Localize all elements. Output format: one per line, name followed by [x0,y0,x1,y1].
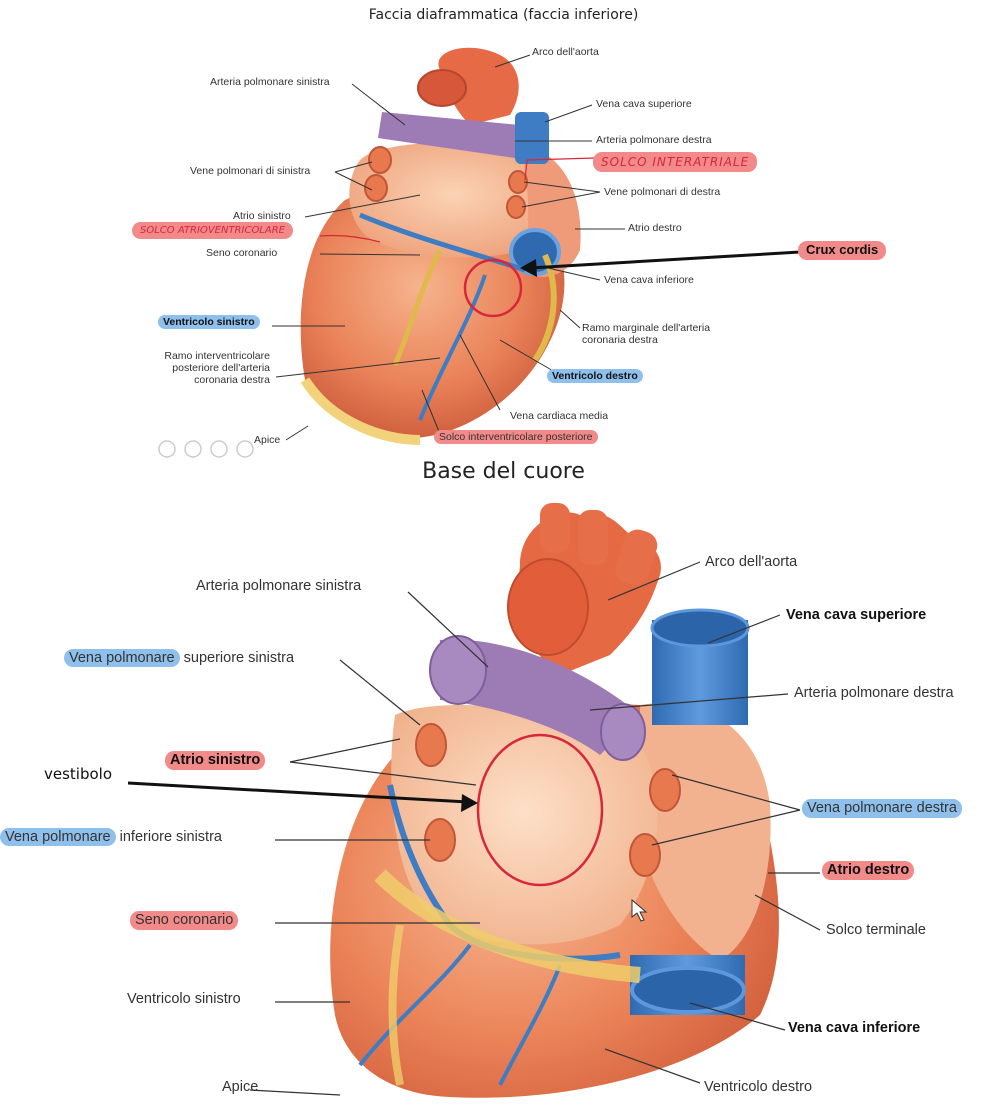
pv-left-2 [364,174,388,202]
mouse-cursor [631,898,648,922]
label-arco-aorta-1: Arco dell'aorta [532,46,599,58]
left-pulmonary-opening [429,635,487,705]
label-seno-coronario-1: Seno coronario [206,247,278,259]
aorta-branch-2 [578,510,608,565]
label-vena-cava-superiore-1: Vena cava superiore [596,98,692,110]
pv-inf-right [629,833,661,877]
label-ventricolo-destro-2: Ventricolo destro [704,1079,813,1095]
label-arteria-polmonare-destra-2: Arteria polmonare destra [794,685,954,701]
diaphragmatic-panel: Faccia diaframmatica (faccia inferiore) [0,0,1007,460]
label-apice-2: Apice [222,1079,259,1095]
right-atrium-shape-2 [640,703,771,960]
label-vena-cava-superiore-2: Vena cava superiore [786,607,927,623]
crux-cordis-circle [463,258,523,318]
interatrial-annotation-line [524,157,596,181]
highlight-vena-polmonare-sup: Vena polmonare [64,649,180,667]
panel2-title: Base del cuore [422,459,585,484]
label-vena-polmonare-superiore: Vena polmonare superiore sinistra [64,649,295,667]
fat-band-3 [388,924,404,1086]
vestibolo-circle [476,733,604,887]
pv-left-1 [368,146,392,174]
label-crux-cordis: Crux cordis [798,241,887,260]
label-ramo-marginale: Ramo marginale dell'arteria coronaria de… [582,322,711,347]
pv-right-2 [506,195,526,219]
aorta-branch-1 [540,503,570,553]
label-solco-interventricolare: Solco interventricolare posteriore [434,430,598,445]
label-atrio-sinistro-2: Atrio sinistro [165,751,266,770]
atrioventricular-annotation-line [319,234,381,243]
base-panel: Base del cuore [0,455,1007,1105]
ivc-opening [630,966,746,1014]
label-ventricolo-sinistro-2: Ventricolo sinistro [127,991,241,1007]
label-arco-aorta-2: Arco dell'aorta [705,554,798,570]
label-arteria-polmonare-sinistra-2: Arteria polmonare sinistra [196,578,362,594]
text-inferiore-sinistra: inferiore sinistra [115,829,222,845]
pulmonary-artery-shape [378,112,520,158]
svc-opening [650,608,750,648]
aorta-opening-2 [507,558,589,656]
heart-inferior-illustration [158,47,801,458]
label-seno-coronario-2: Seno coronario [130,911,239,930]
pv-sup-left [415,723,447,767]
vestibolo-arrowhead [461,794,478,812]
aorta-shape [438,47,519,125]
label-vena-polmonare-inferiore: Vena polmonare inferiore sinistra [0,828,222,846]
label-vena-cava-inferiore-1: Vena cava inferiore [604,274,694,286]
label-apice-1: Apice [254,434,281,446]
label-vena-cardiaca-media: Vena cardiaca media [510,410,609,422]
label-vena-polmonare-destra-2: Vena polmonare destra [802,799,962,818]
label-vena-cava-inferiore-2: Vena cava inferiore [788,1020,921,1036]
handwritten-solco-atrioventricolare: SOLCO ATRIOVENTRICOLARE [132,222,293,239]
vessel-branch-2 [498,964,562,1086]
label-atrio-sinistro-1: Atrio sinistro [233,210,291,222]
label-vestibolo: vestibolo [44,765,113,783]
crux-cordis-arrowhead [520,259,537,277]
aorta-opening [417,69,467,107]
panel2-leader-lines [249,561,821,1096]
label-arteria-polmonare-destra-1: Arteria polmonare destra [596,134,712,146]
panel1-title: Faccia diaframmatica (faccia inferiore) [368,7,639,23]
vestibolo-arrow [127,781,469,804]
label-ramo-interventricolare: Ramo interventricolare posteriore dell'a… [164,350,270,387]
fat-band [300,377,421,445]
right-pulmonary-opening [600,703,646,761]
faded-viewer-icons [158,440,254,458]
left-vessel [392,248,443,366]
highlight-vena-polmonare-inf: Vena polmonare [0,828,116,846]
svc-shape [515,112,549,164]
heart-base-illustration [127,503,821,1098]
pulmonary-artery-shape-2 [440,639,640,755]
panel1-leader-lines [272,54,625,441]
handwritten-solco-interatriale: SOLCO INTERATRIALE [593,152,758,172]
label-solco-terminale: Solco terminale [826,922,926,938]
aorta-branch-3 [615,529,658,586]
vessel-branch-1 [358,943,472,1067]
label-atrio-destro-2: Atrio destro [822,861,915,880]
label-atrio-destro-1: Atrio destro [628,222,682,234]
label-ventricolo-sinistro-1: Ventricolo sinistro [158,315,260,330]
fat-band-2 [374,869,641,983]
text-superiore-sinistra: superiore sinistra [179,650,295,666]
label-arteria-polmonare-sinistra-1: Arteria polmonare sinistra [210,76,330,88]
label-ventricolo-destro-1: Ventricolo destro [547,369,643,384]
label-vene-polmonari-destra-1: Vene polmonari di destra [604,186,721,198]
pv-sup-right [649,768,681,812]
label-vene-polmonari-sinistra-1: Vene polmonari di sinistra [190,165,311,177]
crux-cordis-arrow [529,250,801,270]
